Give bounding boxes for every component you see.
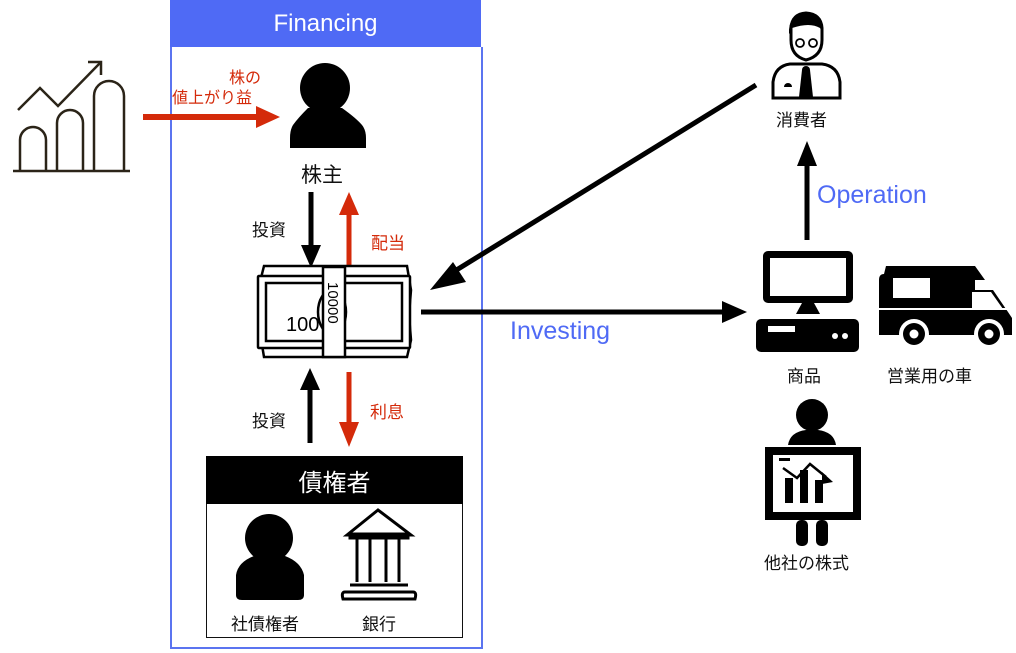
financing-title: Financing [273,9,378,37]
creditors-header: 債権者 [206,456,463,504]
bank-icon [340,508,418,601]
financing-box [170,47,483,649]
financing-header: Financing [170,0,481,47]
capital-gain-label-line1: 株の [229,68,262,87]
merchandise-label: 商品 [787,367,821,387]
interest-arrow-down [339,372,359,447]
investment-arrow-up [300,368,320,443]
bondholder-icon [236,514,304,600]
bank-label: 銀行 [362,615,396,635]
truck-icon [879,266,1012,349]
band-value: 10000 [324,282,341,324]
operation-label: Operation [817,181,927,209]
creditors-title: 債権者 [298,468,371,497]
investment-label-top: 投資 [252,221,286,241]
business-vehicle-label: 営業用の車 [887,367,972,387]
money-bundle-icon [256,264,413,359]
consumer-icon [771,11,842,100]
investing-label: Investing [510,317,611,345]
investment-label-bottom: 投資 [252,412,286,432]
dividend-arrow-up [339,192,359,265]
bondholder-label: 社債権者 [231,615,299,635]
shareholder-label: 株主 [301,163,343,187]
presenter-chart-icon [765,399,861,546]
operation-arrow [797,141,817,240]
consumer-label: 消費者 [776,111,827,131]
capital-gain-arrow [143,106,280,128]
growth-chart-icon [13,60,130,173]
capital-gain-label-line2: 値上がり益 [172,88,253,107]
shareholder-icon [290,63,366,148]
computer-icon [756,251,859,352]
interest-label: 利息 [370,403,404,423]
investment-arrow-down [301,192,321,268]
consumer-payment-arrow [430,82,758,290]
other-company-stock-label: 他社の株式 [764,554,849,574]
bill-value: 100 [286,314,319,336]
investing-arrow [421,301,747,323]
dividend-label: 配当 [371,234,405,254]
